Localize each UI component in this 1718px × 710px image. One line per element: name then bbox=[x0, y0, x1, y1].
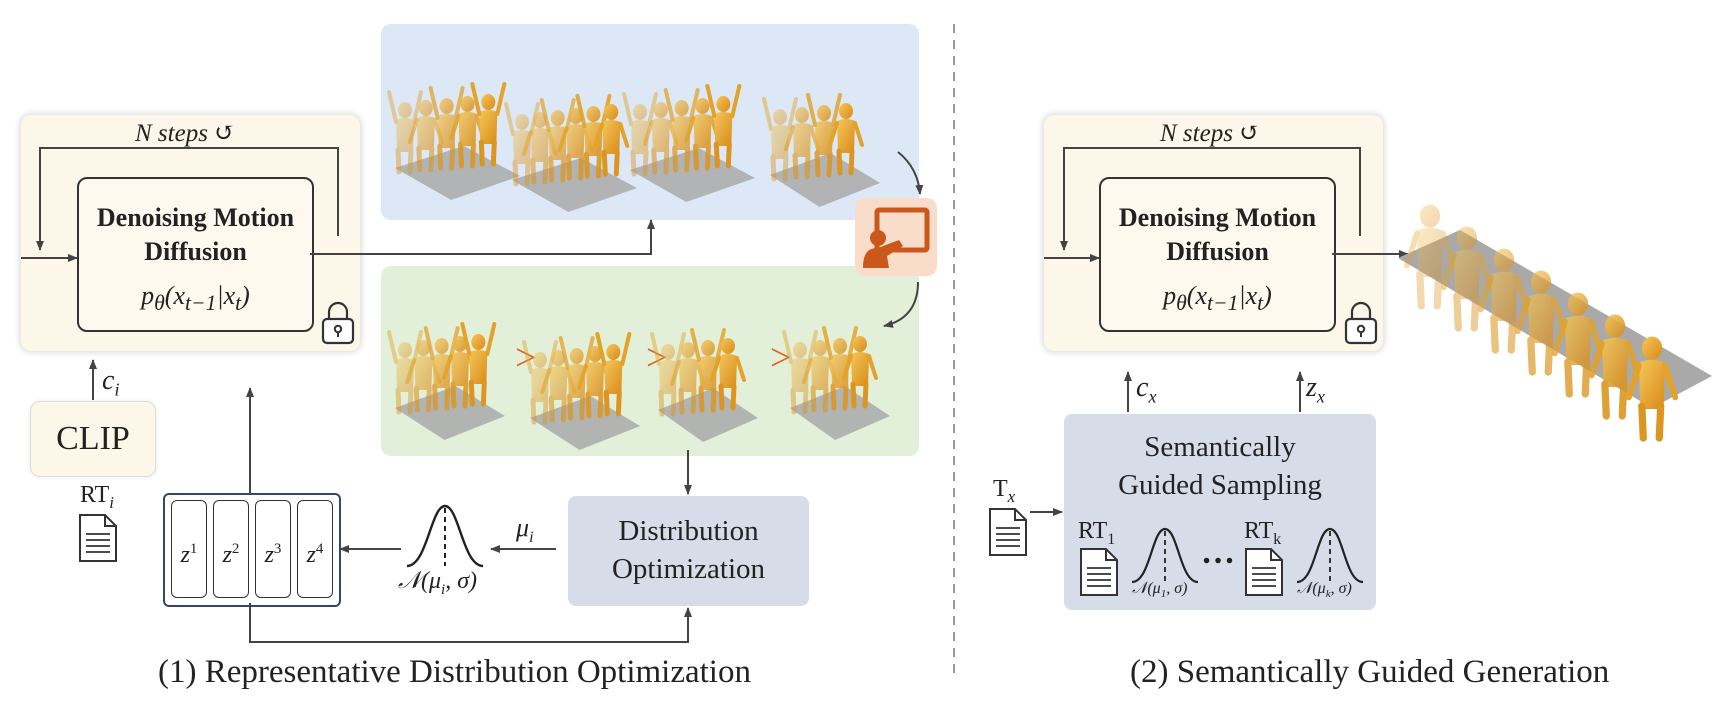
latent-label-right: zx bbox=[1306, 372, 1325, 407]
latent-z3: z3 bbox=[255, 500, 291, 598]
lock-icon-right bbox=[1344, 301, 1378, 345]
gaussian-curve-icon-1 bbox=[1131, 527, 1199, 584]
teacher-icon bbox=[863, 207, 930, 268]
sampling-line1: Semantically bbox=[1144, 431, 1296, 463]
mu-label: μi bbox=[516, 513, 534, 547]
loop-arrow-left bbox=[36, 147, 339, 251]
dist-opt-line1: Distribution bbox=[618, 515, 759, 547]
document-icon bbox=[79, 514, 117, 562]
model-title-line1: Denoising Motion bbox=[96, 203, 295, 232]
clip-encoder-box: CLIP bbox=[30, 401, 156, 477]
model-title-line2-right: Diffusion bbox=[1166, 237, 1269, 266]
caption-left: (1) Representative Distribution Optimiza… bbox=[158, 654, 751, 690]
model-formula-right: pθ(xt−1|xt) bbox=[1163, 281, 1272, 316]
rt-first-label: RT1 bbox=[1078, 518, 1116, 548]
rank-symbol-1: > bbox=[515, 337, 537, 379]
latent-z1: z1 bbox=[171, 500, 207, 598]
lock-icon bbox=[321, 301, 355, 345]
clip-label: CLIP bbox=[56, 420, 130, 457]
teacher-to-ranked-arrow bbox=[883, 281, 919, 328]
latent-z4: z4 bbox=[297, 500, 333, 598]
n-steps-label-right: N steps ↺ bbox=[1160, 120, 1261, 147]
gaussian-curve-icon bbox=[406, 504, 484, 568]
latent-codes-box: z1 z2 z3 z4 bbox=[163, 493, 341, 607]
model-title-line1-right: Denoising Motion bbox=[1118, 203, 1317, 232]
generated-walking-motion bbox=[1398, 204, 1712, 442]
gaussian-label-1: 𝒩(μ1, σ) bbox=[1132, 580, 1188, 601]
rt-last-label: RTk bbox=[1244, 518, 1282, 548]
caption-right: (2) Semantically Guided Generation bbox=[1130, 654, 1610, 690]
text-prompt-label-right: Tx bbox=[993, 476, 1016, 506]
gaussian-curve-icon-k bbox=[1296, 527, 1364, 584]
output-arrow-to-motions bbox=[310, 219, 655, 255]
document-icon-right bbox=[989, 508, 1027, 556]
motions-to-teacher-arrow bbox=[897, 151, 924, 195]
document-icon-rt1 bbox=[1080, 548, 1118, 596]
dist-opt-line2: Optimization bbox=[611, 553, 766, 585]
latent-z2: z2 bbox=[213, 500, 249, 598]
ellipsis: … bbox=[1201, 534, 1235, 571]
latent-feedback-arrow bbox=[249, 603, 692, 643]
sampling-line2: Guided Sampling bbox=[1118, 469, 1322, 501]
text-prompt-label-left: RTi bbox=[80, 482, 114, 512]
n-steps-label-left: N steps ↺ bbox=[135, 120, 236, 147]
condition-label-right: cx bbox=[1136, 372, 1157, 407]
loop-arrow-right bbox=[1060, 147, 1361, 251]
denoising-model-box-left: Denoising Motion Diffusion pθ(xt−1|xt) bbox=[77, 177, 314, 332]
gaussian-label-left: 𝒩(μi, σ) bbox=[398, 568, 478, 598]
distribution-optimization-box: Distribution Optimization bbox=[568, 496, 809, 606]
condition-label-left: ci bbox=[102, 365, 120, 400]
document-icon-rtk bbox=[1245, 548, 1283, 596]
model-title-line2: Diffusion bbox=[144, 237, 247, 266]
model-formula: pθ(xt−1|xt) bbox=[141, 281, 250, 316]
motion-render-group-bottom bbox=[387, 322, 890, 450]
gaussian-label-k: 𝒩(μk, σ) bbox=[1297, 580, 1352, 601]
rank-symbol-3: > bbox=[770, 337, 792, 379]
motion-render-group-top bbox=[387, 82, 880, 212]
